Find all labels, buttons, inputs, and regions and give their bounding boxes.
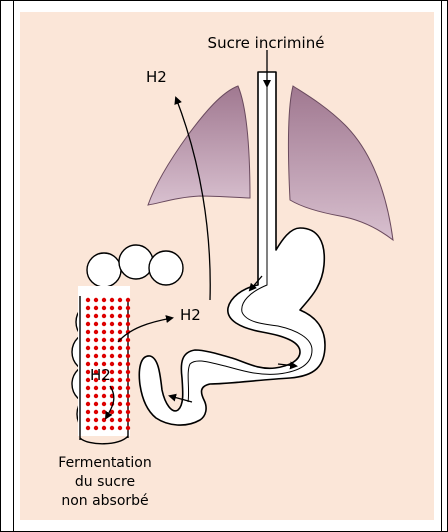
fermentation-dot (126, 314, 130, 318)
fermentation-dot (86, 298, 90, 302)
fermentation-dot (102, 410, 106, 414)
fermentation-dot (118, 362, 122, 366)
fermentation-dot (110, 338, 114, 342)
fermentation-dot (102, 314, 106, 318)
fermentation-dot (126, 306, 130, 310)
fermentation-dot (126, 386, 130, 390)
fermentation-dot (94, 322, 98, 326)
caption-line-1: Fermentation (30, 454, 180, 473)
fermentation-dot (110, 418, 114, 422)
fermentation-dot (94, 346, 98, 350)
fermentation-dot (94, 418, 98, 422)
fermentation-dot (94, 386, 98, 390)
fermentation-dot (126, 370, 130, 374)
fermentation-dot (102, 354, 106, 358)
fermentation-dot (86, 418, 90, 422)
fermentation-dot (86, 322, 90, 326)
fermentation-dot (126, 402, 130, 406)
fermentation-dot (126, 394, 130, 398)
fermentation-dot (94, 314, 98, 318)
fermentation-dot (86, 386, 90, 390)
fermentation-dot (110, 346, 114, 350)
fermentation-caption: Fermentation du sucre non absorbé (30, 454, 180, 511)
fermentation-dot (94, 394, 98, 398)
fermentation-dot (126, 378, 130, 382)
label-sugar-in: Sucre incriminé (208, 34, 325, 52)
fermentation-dot (110, 306, 114, 310)
fermentation-dot (110, 330, 114, 334)
label-h2-middle: H2 (180, 306, 201, 324)
fermentation-dot (102, 426, 106, 430)
fermentation-dot (102, 346, 106, 350)
fermentation-dot (94, 298, 98, 302)
fermentation-dot (110, 426, 114, 430)
fermentation-dot (102, 418, 106, 422)
fermentation-dot (126, 426, 130, 430)
fermentation-dot (86, 346, 90, 350)
fermentation-dot (118, 386, 122, 390)
fermentation-dot (118, 354, 122, 358)
fermentation-dot (94, 402, 98, 406)
fermentation-dot (118, 402, 122, 406)
fermentation-dot (126, 362, 130, 366)
fermentation-dot (102, 338, 106, 342)
fermentation-dot (126, 338, 130, 342)
fermentation-dot (94, 330, 98, 334)
fermentation-dot (118, 298, 122, 302)
fermentation-dot (118, 330, 122, 334)
label-h2-top: H2 (146, 68, 167, 86)
fermentation-dot (86, 426, 90, 430)
fermentation-dot (102, 394, 106, 398)
fermentation-dot (86, 314, 90, 318)
fermentation-dot (118, 314, 122, 318)
fermentation-dot (94, 338, 98, 342)
fermentation-dot (94, 410, 98, 414)
fermentation-dot (118, 370, 122, 374)
fermentation-dot (126, 322, 130, 326)
fermentation-dot (110, 354, 114, 358)
fermentation-dot (102, 322, 106, 326)
left-lung (148, 86, 250, 205)
fermentation-dot (94, 306, 98, 310)
fermentation-dot (126, 410, 130, 414)
caption-line-3: non absorbé (30, 492, 180, 511)
fermentation-dot (126, 418, 130, 422)
caption-line-2: du sucre (30, 473, 180, 492)
fermentation-dot (86, 394, 90, 398)
fermentation-dot (118, 322, 122, 326)
fermentation-dot (86, 402, 90, 406)
right-lung (288, 86, 393, 240)
fermentation-dot (86, 410, 90, 414)
fermentation-dot (110, 322, 114, 326)
fermentation-dot (118, 418, 122, 422)
fermentation-dot (118, 306, 122, 310)
fermentation-dot (126, 298, 130, 302)
fermentation-dot (86, 338, 90, 342)
fermentation-dot (94, 426, 98, 430)
fermentation-dot (94, 354, 98, 358)
fermentation-dot (110, 298, 114, 302)
label-h2-lower: H2 (90, 366, 111, 384)
fermentation-dot (102, 330, 106, 334)
fermentation-dot (126, 346, 130, 350)
fermentation-dot (126, 354, 130, 358)
fermentation-dot (118, 378, 122, 382)
fermentation-dot (86, 354, 90, 358)
fermentation-dot (102, 386, 106, 390)
fermentation-dot (118, 394, 122, 398)
fermentation-dot (102, 298, 106, 302)
fermentation-dot (118, 346, 122, 350)
fermentation-dot (102, 402, 106, 406)
fermentation-dot (110, 314, 114, 318)
fermentation-dot (118, 410, 122, 414)
fermentation-dot (86, 330, 90, 334)
fermentation-dot (118, 426, 122, 430)
fermentation-dot (86, 306, 90, 310)
fermentation-dot (102, 306, 106, 310)
